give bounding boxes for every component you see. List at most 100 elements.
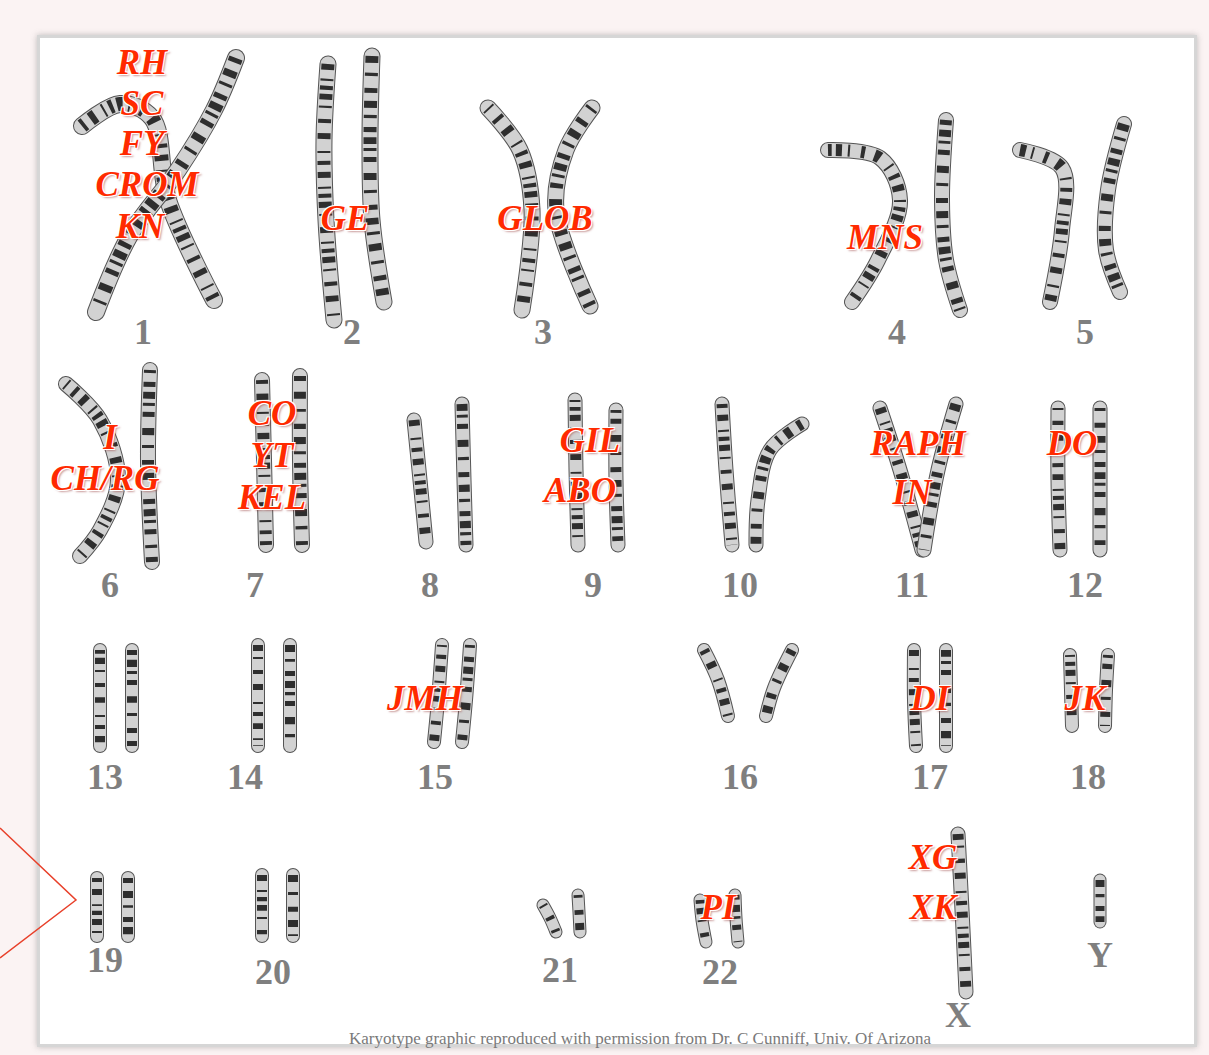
gene-label: KN: [116, 209, 165, 244]
chromosome-number: 8: [421, 567, 439, 603]
chromosome-bands: [722, 404, 732, 545]
chromosome-outline: [324, 64, 334, 320]
chromosome-body: [370, 56, 384, 302]
chromosome-body: [122, 878, 134, 936]
chromosome: [97, 878, 98, 936]
gene-label: CH/RG: [51, 461, 160, 496]
chromosome-body: [324, 64, 334, 320]
chromosome-outline: [1105, 124, 1124, 292]
chromosome-bands: [92, 878, 102, 936]
chromosome: [766, 650, 792, 716]
chromosome-number: 10: [722, 567, 758, 603]
chromosome-body: [704, 650, 728, 716]
chromosome-bands: [462, 404, 466, 545]
chromosome-bands: [300, 376, 302, 545]
chromosome: [462, 645, 470, 742]
chromosome-body: [284, 645, 296, 746]
chromosome-number: 22: [702, 954, 738, 990]
chromosome-number: 20: [255, 954, 291, 990]
chromosome: [958, 834, 966, 992]
chromosome-body: [942, 120, 960, 310]
chromosome: [132, 650, 133, 746]
chromosome: [1105, 655, 1108, 726]
chromosome-number: 18: [1070, 759, 1106, 795]
chromosome-outline: [125, 650, 139, 746]
gene-label: ABO: [544, 473, 616, 508]
chromosome-outline: [1094, 880, 1107, 922]
chromosome-body: [462, 645, 470, 742]
chromosome-body: [1095, 880, 1106, 922]
chromosome-body: [94, 650, 106, 746]
gene-label: DO: [1047, 426, 1098, 461]
chromosome-number: 13: [87, 759, 123, 795]
chromosome-bands: [766, 650, 792, 716]
chromosome: [324, 64, 334, 320]
chromosome: [543, 905, 556, 932]
chromosome-outline: [121, 878, 135, 936]
chromosome-bands: [1105, 124, 1124, 292]
chromosome-outline: [578, 895, 580, 932]
chromosome-body: [756, 424, 802, 545]
chromosome-body: [96, 58, 236, 312]
chromosome-bands: [1105, 655, 1108, 726]
chromosome-outline: [283, 645, 297, 746]
chromosome-outline: [756, 424, 802, 545]
chromosome: [290, 645, 291, 746]
chromosome: [370, 56, 384, 302]
chromosome-body: [1105, 655, 1108, 726]
gene-label: XK: [910, 890, 957, 925]
gene-label: MNS: [847, 220, 923, 255]
chromosome-bands: [253, 645, 263, 746]
chromosome-body: [256, 875, 268, 936]
chromosome-body: [287, 875, 299, 936]
chromosome-outline: [96, 58, 236, 312]
chromosome-number: 11: [895, 567, 929, 603]
chromosome-bands: [578, 895, 580, 932]
chromosome-bands: [123, 878, 133, 936]
chromosome-outline: [462, 645, 470, 742]
chromosome: [704, 650, 728, 716]
chromosome-bands: [370, 56, 384, 302]
gene-label: RH: [117, 45, 168, 80]
chromosome: [578, 895, 580, 932]
chromosome-number: 7: [246, 567, 264, 603]
gene-label: JMH: [387, 681, 463, 716]
chromosome: [293, 875, 294, 936]
chromosome-number: 6: [101, 567, 119, 603]
chromosome: [300, 376, 302, 545]
chromosome: [1020, 150, 1066, 302]
chromosome-number: 9: [584, 567, 602, 603]
chromosome-number: 19: [87, 942, 123, 978]
chromosome-body: [766, 650, 792, 716]
chromosome-bands: [958, 834, 966, 992]
chromosome-outline: [958, 834, 966, 992]
chromosome: [462, 404, 466, 545]
chromosome: [1100, 408, 1101, 550]
chromosome-outline: [90, 878, 104, 936]
chromosome-number: X: [945, 997, 971, 1033]
chromosome-body: [578, 895, 580, 932]
chromosome-number: Y: [1087, 937, 1113, 973]
chromosome-bands: [324, 64, 334, 320]
chromosome-bands: [1020, 150, 1066, 302]
chromosome-bands: [462, 645, 470, 742]
gene-label: GIL: [560, 423, 620, 458]
chromosome: [1105, 124, 1124, 292]
chromosome-outline: [255, 875, 269, 936]
chromosome-outline: [722, 404, 732, 545]
gene-label: KEL: [238, 480, 306, 515]
chromosome-outline: [462, 404, 466, 545]
chromosome-bands: [756, 424, 802, 545]
chromosome-number: 16: [722, 759, 758, 795]
chromosome-bands: [127, 650, 137, 746]
chromosome: [262, 875, 263, 936]
gene-label: CROM: [95, 167, 198, 202]
chromosome-number: 12: [1067, 567, 1103, 603]
chromosome-outline: [300, 376, 302, 545]
chromosome-bands: [285, 645, 295, 746]
gene-label: PI: [701, 890, 736, 925]
chromosome-body: [126, 650, 138, 746]
chromosome: [258, 645, 259, 746]
chromosome: [756, 424, 802, 545]
